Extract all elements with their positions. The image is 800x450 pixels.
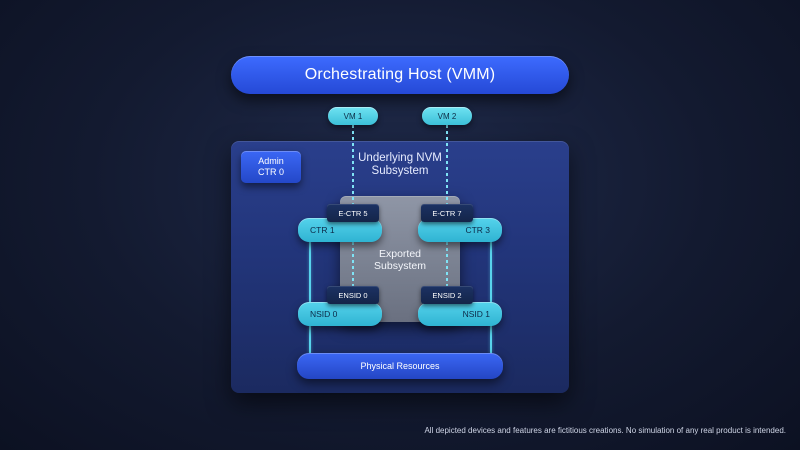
exported-controller-ectr7-label: E-CTR 7 — [432, 208, 462, 218]
namespace-node-nsid1[interactable]: NSID 1 — [418, 302, 502, 326]
disclaimer-text: All depicted devices and features are fi… — [424, 426, 786, 435]
vm-node-2-label: VM 2 — [437, 111, 457, 121]
exported-title-line2: Subsystem — [374, 260, 426, 272]
vm-node-2[interactable]: VM 2 — [422, 107, 472, 125]
namespace-node-nsid0[interactable]: NSID 0 — [298, 302, 382, 326]
controller-node-ctr3[interactable]: CTR 3 — [418, 218, 502, 242]
nsid0-to-physical-line — [309, 324, 311, 354]
orchestrating-host-bar[interactable]: Orchestrating Host (VMM) — [231, 56, 569, 94]
controller-ctr3-label: CTR 3 — [465, 225, 490, 235]
ctr1-to-nsid0-line — [309, 240, 311, 302]
controller-ctr1-label: CTR 1 — [310, 225, 335, 235]
vm-node-1-label: VM 1 — [343, 111, 363, 121]
vm2-connector-line — [446, 125, 448, 207]
exported-namespace-ensid0[interactable]: ENSID 0 — [327, 286, 379, 304]
ctr1-to-ensid0-line — [352, 242, 354, 288]
namespace-nsid0-label: NSID 0 — [310, 309, 338, 319]
physical-resources-label: Physical Resources — [360, 361, 440, 371]
orchestrating-host-label: Orchestrating Host (VMM) — [304, 66, 496, 83]
underlying-nvm-subsystem-title: Underlying NVM Subsystem — [340, 152, 460, 178]
exported-title-line1: Exported — [378, 248, 422, 260]
subsystem-title-line1: Underlying NVM — [358, 152, 442, 164]
controller-node-ctr1[interactable]: CTR 1 — [298, 218, 382, 242]
exported-controller-ectr5[interactable]: E-CTR 5 — [327, 204, 379, 222]
admin-controller-line1: Admin — [258, 156, 284, 166]
vm1-connector-line — [352, 125, 354, 207]
vm-node-1[interactable]: VM 1 — [328, 107, 378, 125]
namespace-nsid1-label: NSID 1 — [462, 309, 490, 319]
exported-namespace-ensid0-label: ENSID 0 — [338, 290, 368, 300]
exported-namespace-ensid2[interactable]: ENSID 2 — [421, 286, 473, 304]
exported-controller-ectr7[interactable]: E-CTR 7 — [421, 204, 473, 222]
nsid1-to-physical-line — [490, 324, 492, 354]
exported-namespace-ensid2-label: ENSID 2 — [432, 290, 462, 300]
admin-controller-line2: CTR 0 — [257, 167, 284, 177]
admin-controller-box[interactable]: Admin CTR 0 — [241, 151, 301, 183]
ctr3-to-nsid1-line — [490, 240, 492, 302]
ctr3-to-ensid2-line — [446, 242, 448, 288]
exported-controller-ectr5-label: E-CTR 5 — [338, 208, 368, 218]
exported-subsystem-title: Exported Subsystem — [340, 248, 460, 272]
subsystem-title-line2: Subsystem — [371, 165, 429, 177]
physical-resources-bar[interactable]: Physical Resources — [297, 353, 503, 379]
